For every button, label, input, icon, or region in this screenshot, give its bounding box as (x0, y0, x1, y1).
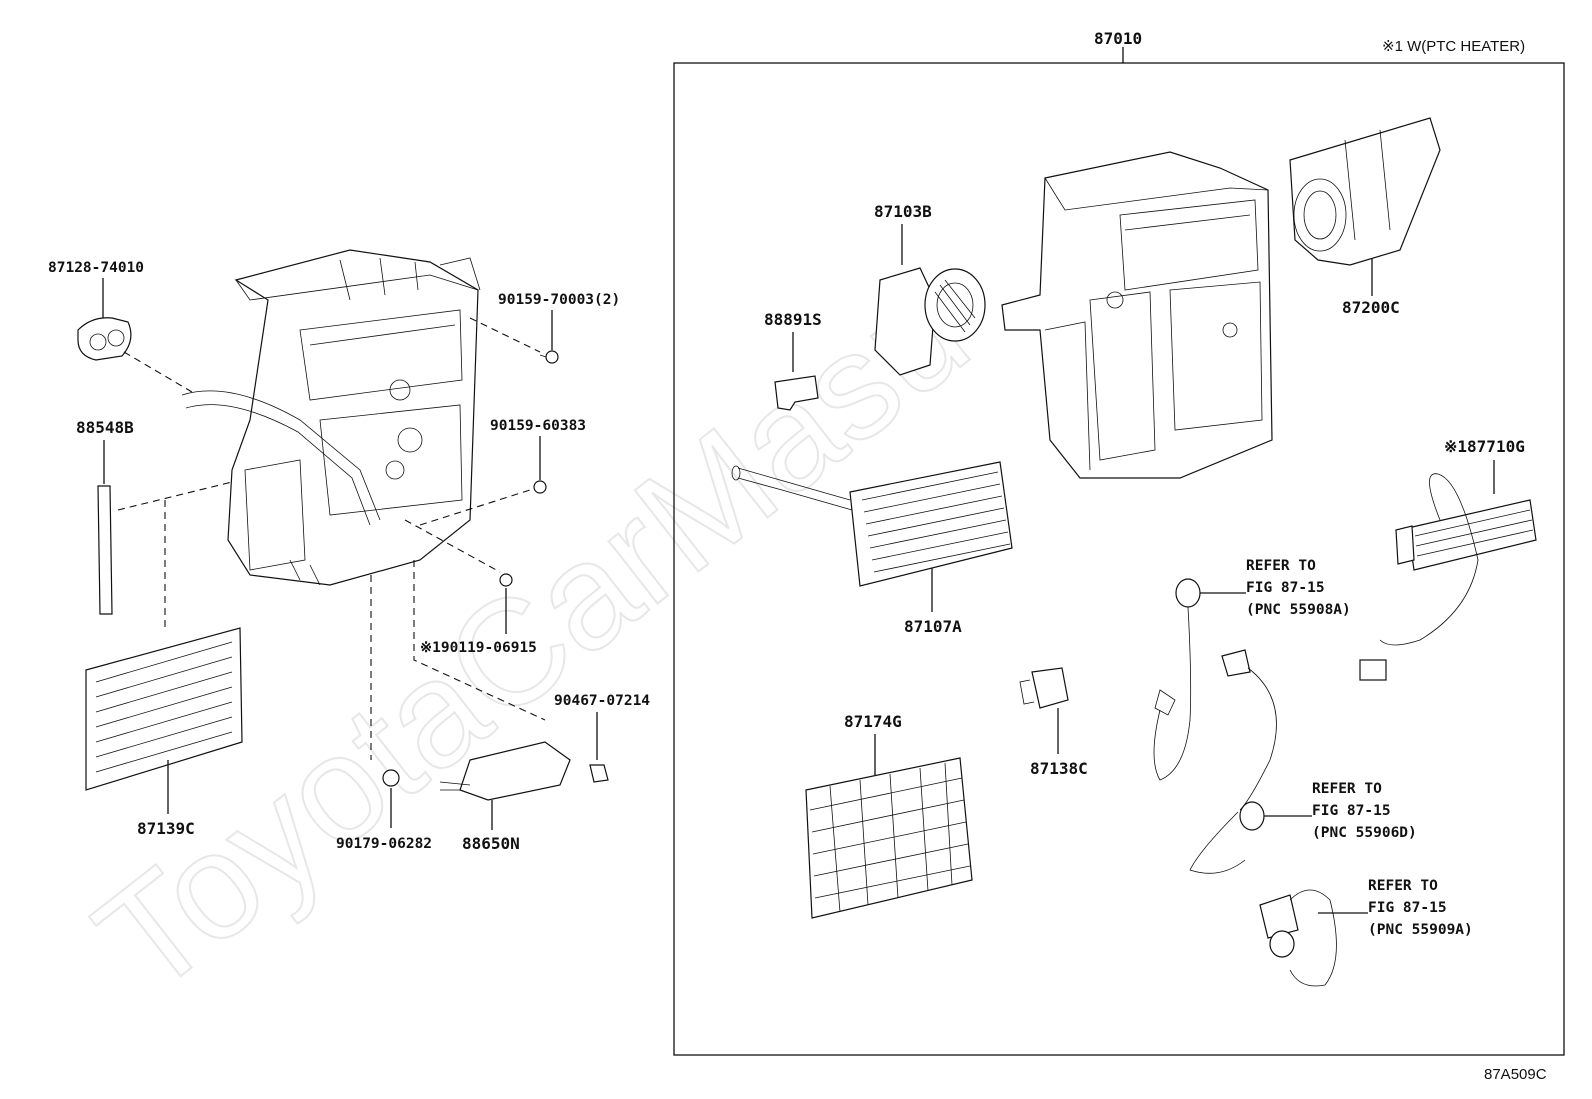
label-88548B[interactable]: 88548B (76, 418, 134, 437)
label-90159-60383[interactable]: 90159-60383 (490, 418, 586, 434)
assembly-frame (673, 62, 1565, 1056)
heater-core-part (731, 461, 1013, 587)
screw-part (533, 480, 547, 494)
label-88891S[interactable]: 88891S (764, 310, 822, 329)
label-87139C[interactable]: 87139C (137, 819, 195, 838)
label-87107A[interactable]: 87107A (904, 617, 962, 636)
refer-note-2-line1: REFER TO (1312, 781, 1382, 797)
clip-part (774, 375, 819, 411)
washer-part (382, 769, 400, 787)
label-87200C[interactable]: 87200C (1342, 298, 1400, 317)
ptc-heater-part (1359, 473, 1537, 681)
refer-note-3-line3: (PNC 55909A) (1368, 922, 1473, 938)
refer-note-2-line3: (PNC 55906D) (1312, 825, 1417, 841)
assembly-number[interactable]: 87010 (1094, 29, 1142, 48)
figure-code: 87A509C (1484, 1066, 1547, 1083)
ptc-heater-note: ※1 W(PTC HEATER) (1382, 38, 1525, 55)
refer-note-1-line1: REFER TO (1246, 558, 1316, 574)
label-90159-70003[interactable]: 90159-70003(2) (498, 292, 620, 308)
blower-case-part (1289, 117, 1441, 266)
label-87128-74010[interactable]: 87128-74010 (48, 260, 144, 276)
air-filter-part (85, 627, 243, 791)
filter-part (805, 757, 973, 919)
sensor-harness-1 (1153, 578, 1201, 781)
label-90119-06915[interactable]: ※190119-06915 (420, 640, 537, 656)
refer-note-1-line3: (PNC 55908A) (1246, 602, 1351, 618)
label-87138C[interactable]: 87138C (1030, 759, 1088, 778)
seal-strip-part (97, 485, 113, 615)
sensor-harness-2 (1189, 649, 1277, 874)
clip-part (589, 764, 609, 783)
refer-note-3-line1: REFER TO (1368, 878, 1438, 894)
refer-note-1-line2: FIG 87-15 (1246, 580, 1325, 596)
amplifier-part (439, 741, 571, 801)
screw-part (499, 573, 513, 587)
servo-part (1019, 667, 1069, 709)
label-90179-06282[interactable]: 90179-06282 (336, 836, 432, 852)
refer-note-3-line2: FIG 87-15 (1368, 900, 1447, 916)
label-88650N[interactable]: 88650N (462, 834, 520, 853)
screw-part (539, 350, 559, 364)
hvac-housing-illustration (1001, 151, 1273, 479)
label-87103B[interactable]: 87103B (874, 202, 932, 221)
label-87710G[interactable]: ※187710G (1444, 437, 1525, 456)
label-90467-07214[interactable]: 90467-07214 (554, 693, 650, 709)
label-87174G[interactable]: 87174G (844, 712, 902, 731)
refer-note-2-line2: FIG 87-15 (1312, 803, 1391, 819)
blower-motor-part (874, 267, 986, 376)
hvac-unit-illustration (181, 249, 481, 586)
grommet-part (77, 317, 132, 361)
sensor-harness-3 (1259, 889, 1337, 987)
watermark: ToyotaCarMasu (66, 246, 997, 1025)
